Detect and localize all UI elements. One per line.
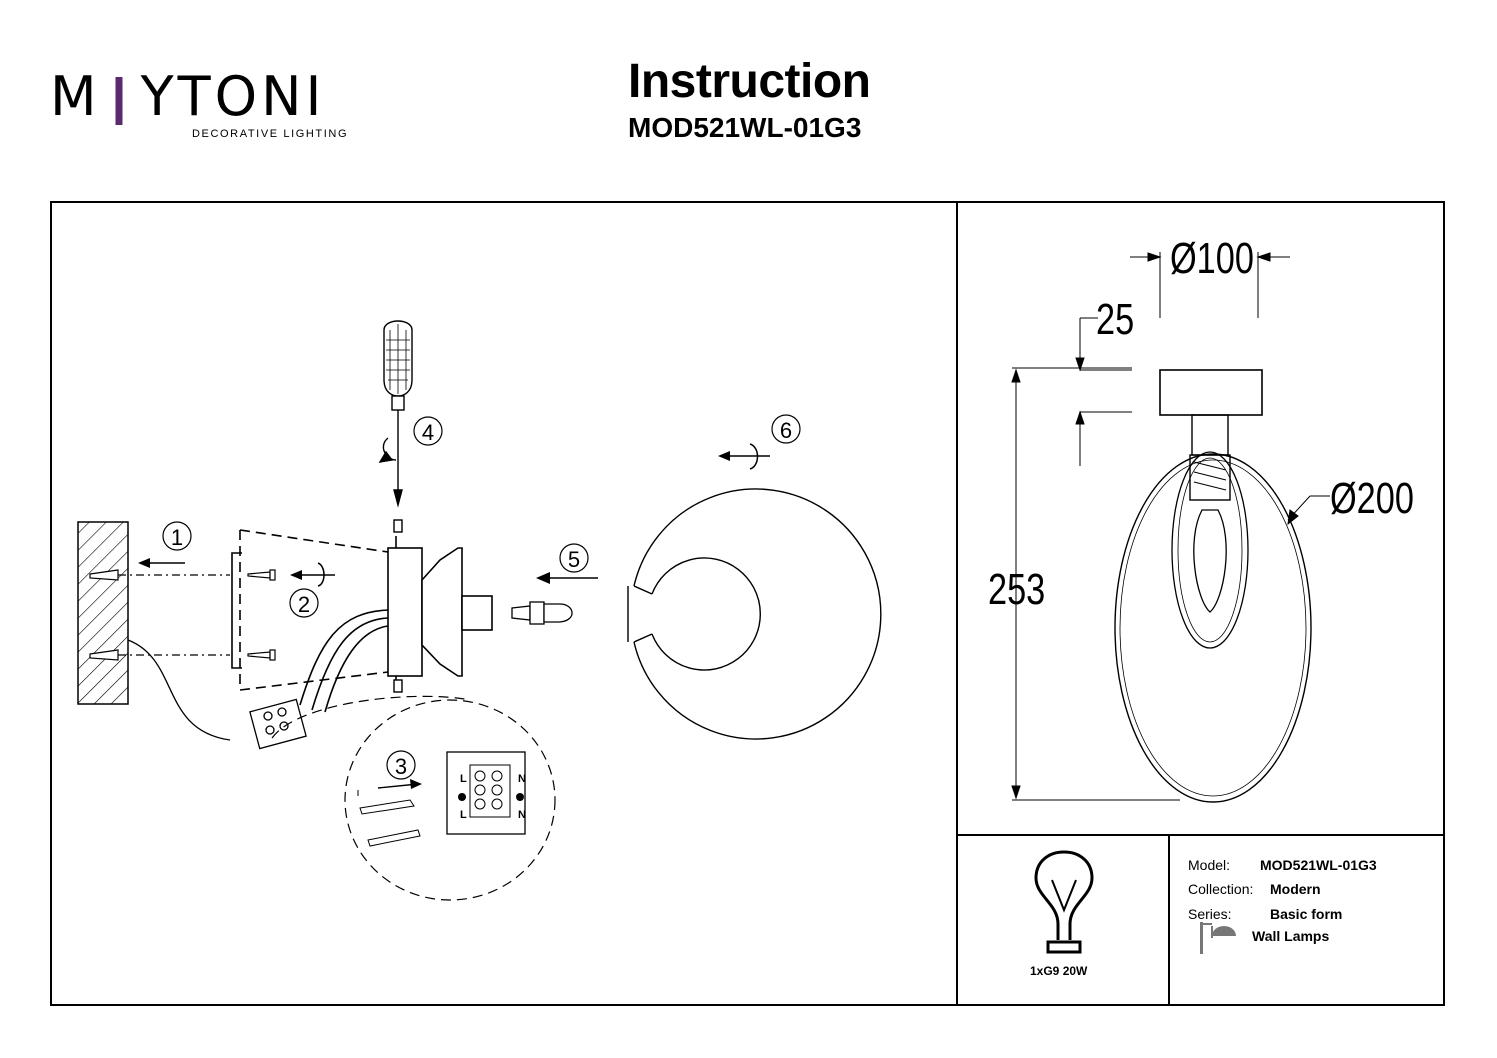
page-title: Instruction <box>628 55 871 108</box>
spec-model-value: MOD521WL-01G3 <box>1260 857 1377 873</box>
bulb-icon <box>1034 850 1094 954</box>
terminal-mark-l-left: L <box>460 773 467 785</box>
spec-divider-vertical <box>1168 834 1170 1006</box>
wiring-detail-bubble: 3 L N L N <box>271 695 556 901</box>
wall-plugs <box>89 569 230 661</box>
step-1-label: 1 <box>171 525 183 550</box>
ring-shade-front <box>627 488 882 740</box>
spec-collection-value: Modern <box>1270 881 1321 897</box>
brand-tagline: DECORATIVE LIGHTING <box>192 128 349 140</box>
step-3-label: 3 <box>395 754 407 779</box>
dim-canopy-diameter: Ø100 <box>1170 234 1254 283</box>
terminal-mark-n-bottom: N <box>518 809 526 821</box>
dimension-drawing <box>1011 252 1330 803</box>
step-4-label: 4 <box>422 420 434 445</box>
instruction-frame <box>50 201 1445 1006</box>
step-6-marker: 6 <box>718 414 801 470</box>
rotate-arrow-icon <box>317 562 325 587</box>
frame-divider-vertical <box>956 201 958 1006</box>
step-1-arrow: 1 <box>138 521 192 568</box>
g9-bulb-side <box>511 601 573 625</box>
step-4-marker: 4 <box>413 416 443 446</box>
frame-divider-horizontal <box>956 834 1445 836</box>
brand-a-glyph <box>115 77 123 125</box>
lamp-base-side <box>299 536 493 713</box>
dim-canopy-depth: 25 <box>1096 295 1134 344</box>
step-2-marker: 2 <box>289 562 335 618</box>
bulb-caption: 1xG9 20W <box>1030 964 1088 978</box>
spec-series-label: Series: <box>1188 906 1232 922</box>
step-5-label: 5 <box>568 547 580 572</box>
wall-section <box>77 521 129 705</box>
spec-type-value: Wall Lamps <box>1252 928 1330 944</box>
dim-shade-diameter: Ø200 <box>1330 474 1414 523</box>
terminal-mark-l-bottom: L <box>460 809 467 821</box>
dim-total-height: 253 <box>988 565 1045 614</box>
spec-collection-label: Collection: <box>1188 881 1254 897</box>
model-code: MOD521WL-01G3 <box>628 112 862 143</box>
step-2-label: 2 <box>298 592 310 617</box>
step-5-marker: 5 <box>536 543 598 584</box>
spec-series-value: Basic form <box>1270 906 1343 922</box>
brand-name: M YTONI <box>50 62 325 132</box>
spec-model-label: Model: <box>1188 857 1231 873</box>
screwdriver-icon <box>378 320 413 693</box>
bracket-screws <box>247 569 276 661</box>
wall-lamp-icon <box>1200 922 1236 954</box>
step-6-label: 6 <box>780 418 792 443</box>
mounting-bracket <box>231 529 389 691</box>
brand-logo: M YTONI DECORATIVE LIGHTING <box>50 62 370 152</box>
terminal-mark-n-right: N <box>518 773 526 785</box>
terminal-block <box>127 639 307 750</box>
